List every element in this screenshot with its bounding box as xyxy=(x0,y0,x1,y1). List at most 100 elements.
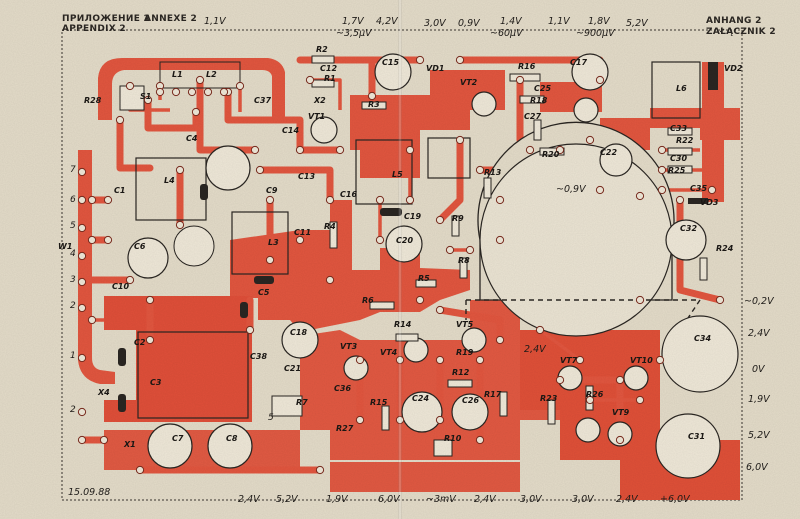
header-center: ANNEXE 2 xyxy=(144,14,198,24)
label-r18: R18 xyxy=(530,96,548,105)
volt-bottom-2v4-a: 2,4V xyxy=(238,494,260,505)
label-c33: C33 xyxy=(670,124,688,133)
volt-top-1v8: 1,8V xyxy=(588,16,610,27)
label-c27: C27 xyxy=(524,112,542,121)
label-r26: R26 xyxy=(586,390,604,399)
volt-mid-2v4: 2,4V xyxy=(524,344,546,355)
label-c19: C19 xyxy=(404,212,422,221)
label-r13: R13 xyxy=(484,168,502,177)
label-r4: R4 xyxy=(324,222,336,231)
label-c32: C32 xyxy=(680,224,698,233)
header-left-line2: APPENDIX 2 xyxy=(62,24,126,34)
page-fold xyxy=(398,0,402,519)
label-c20: C20 xyxy=(396,236,414,245)
label-l4: L4 xyxy=(164,176,175,185)
label-vt1: VT1 xyxy=(308,112,326,121)
label-vt5: VT5 xyxy=(456,320,474,329)
label-r9: R9 xyxy=(452,214,464,223)
volt-mid-0v9: ~0,9V xyxy=(556,184,586,195)
volt-bottom-1v9: 1,9V xyxy=(326,494,348,505)
label-c16: C16 xyxy=(340,190,358,199)
label-c6: C6 xyxy=(134,242,146,251)
volt-bottom-6v0: 6,0V xyxy=(378,494,400,505)
label-c21: C21 xyxy=(284,364,302,373)
volt-right-6v0: 6,0V xyxy=(746,462,768,473)
label-c1: C1 xyxy=(114,186,126,195)
label-r23: R23 xyxy=(540,394,558,403)
label-r28: R28 xyxy=(84,96,102,105)
volt-top-1v4: 1,4V xyxy=(500,16,522,27)
label-c35: C35 xyxy=(690,184,708,193)
header-right-line2: ZAŁĄCZNIK 2 xyxy=(706,27,776,37)
volt-bottom-3v0-b: 3,0V xyxy=(572,494,594,505)
volt-top-900uv: ~900µV xyxy=(576,28,615,39)
label-c22: C22 xyxy=(600,148,618,157)
label-c36: C36 xyxy=(334,384,352,393)
label-r19: R19 xyxy=(456,348,474,357)
label-c38: C38 xyxy=(250,352,268,361)
label-l3: L3 xyxy=(268,238,279,247)
label-l5: L5 xyxy=(392,170,403,179)
volt-top-4v2: 4,2V xyxy=(376,16,398,27)
volt-top-3v5uv: ~3,5µV xyxy=(336,28,372,39)
volt-bottom-5v2: 5,2V xyxy=(276,494,298,505)
label-c25: C25 xyxy=(534,84,552,93)
label-x4: X4 xyxy=(98,388,110,397)
label-r17: R17 xyxy=(484,390,502,399)
label-r27: R27 xyxy=(336,424,354,433)
label-r22: R22 xyxy=(676,136,694,145)
label-r3: R3 xyxy=(368,100,380,109)
label-c13: C13 xyxy=(298,172,316,181)
header-right-line1: ANHANG 2 xyxy=(706,16,762,26)
volt-right-2v4: 2,4V xyxy=(748,328,770,339)
label-c10: C10 xyxy=(112,282,130,291)
label-c4: C4 xyxy=(186,134,198,143)
label-r2: R2 xyxy=(316,45,328,54)
volt-right-5v2: 5,2V xyxy=(748,430,770,441)
volt-top-1v7: 1,7V xyxy=(342,16,364,27)
label-vt2: VT2 xyxy=(460,78,478,87)
label-c18: C18 xyxy=(290,328,308,337)
volt-bottom-3v0-a: 3,0V xyxy=(520,494,542,505)
label-r14: R14 xyxy=(394,320,412,329)
volt-right-1v9: 1,9V xyxy=(748,394,770,405)
label-w1: W1 xyxy=(58,242,73,251)
label-r16: R16 xyxy=(518,62,536,71)
label-r7: R7 xyxy=(296,398,308,407)
label-x1: X1 xyxy=(124,440,136,449)
label-c17: C17 xyxy=(570,58,588,67)
label-c3: C3 xyxy=(150,378,162,387)
label-c8: C8 xyxy=(226,434,238,443)
label-c24: C24 xyxy=(412,394,430,403)
print-date: 15.09.88 xyxy=(68,487,111,498)
label-c9: C9 xyxy=(266,186,278,195)
label-r5: R5 xyxy=(418,274,430,283)
label-l2: L2 xyxy=(206,70,217,79)
label-r15: R15 xyxy=(370,398,388,407)
label-vd1: VD1 xyxy=(426,64,445,73)
label-vt3: VT3 xyxy=(340,342,358,351)
label-c12: C12 xyxy=(320,64,338,73)
label-c31: C31 xyxy=(688,432,706,441)
label-r6: R6 xyxy=(362,296,374,305)
volt-top-3v0: 3,0V xyxy=(424,18,446,29)
label-r25: R25 xyxy=(668,166,686,175)
label-c30: C30 xyxy=(670,154,688,163)
label-c2: C2 xyxy=(134,338,146,347)
label-l6: L6 xyxy=(676,84,687,93)
volt-bottom-2v4-c: 2,4V xyxy=(616,494,638,505)
label-c26: C26 xyxy=(462,396,480,405)
volt-right-0v: 0V xyxy=(752,364,765,375)
label-c34: C34 xyxy=(694,334,712,343)
volt-top-0v9: 0,9V xyxy=(458,18,480,29)
label-vt9: VT9 xyxy=(612,408,630,417)
label-r10: R10 xyxy=(444,434,462,443)
label-r12: R12 xyxy=(452,368,470,377)
label-c37: C37 xyxy=(254,96,272,105)
volt-bottom-3mv: ~3mV xyxy=(426,494,456,505)
volt-top-1v1-right: 1,1V xyxy=(548,16,570,27)
label-c11: C11 xyxy=(294,228,312,237)
volt-top-5v2: 5,2V xyxy=(626,18,648,29)
label-r20: R20 xyxy=(542,150,560,159)
